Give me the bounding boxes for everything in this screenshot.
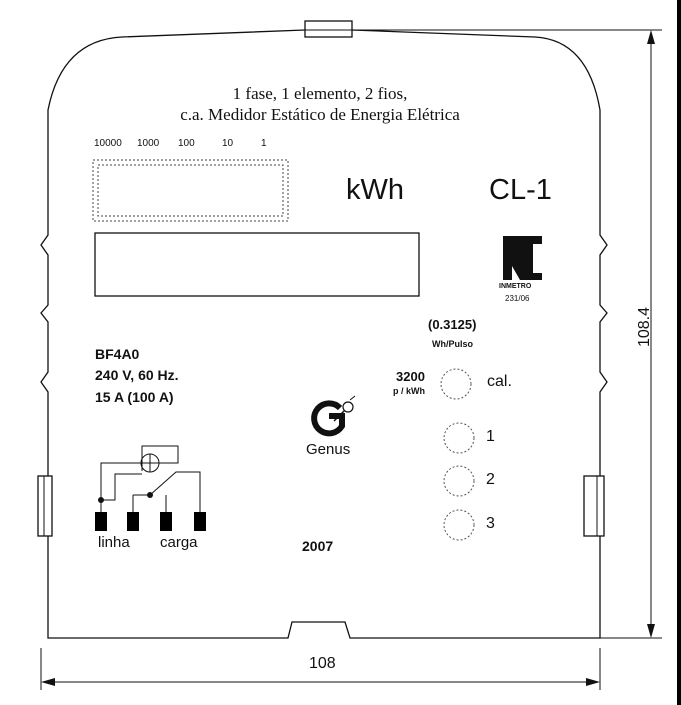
led-phase-2-label: 2: [486, 471, 495, 488]
width-dimension: [40, 648, 601, 690]
left-clip: [37, 475, 53, 537]
inmetro-logo: [503, 236, 542, 280]
led-cal: [440, 368, 472, 400]
led-phase-3: [443, 509, 475, 541]
register-scale-10: 10: [222, 138, 234, 149]
meter-body-outline: [40, 29, 608, 639]
width-arrow-right: [586, 678, 600, 686]
led-phase-1-label: 1: [486, 428, 495, 445]
terminal-4: [194, 512, 206, 531]
led-cal-label: cal.: [487, 373, 512, 390]
title-line-1: 1 fase, 1 elemento, 2 fios,: [232, 84, 408, 103]
register-scale-100: 100: [178, 138, 195, 149]
pulse-value: (0.3125): [428, 317, 477, 332]
led-phase-2: [443, 465, 475, 497]
led-phase-1: [443, 422, 475, 454]
right-clip: [583, 475, 605, 537]
height-arrow-top: [647, 30, 655, 44]
top-tab: [304, 20, 353, 38]
genus-logo-icon: [311, 395, 356, 437]
title-line-2: c.a. Medidor Estático de Energia Elétric…: [180, 105, 460, 124]
voltage-spec: 240 V, 60 Hz.: [95, 367, 179, 383]
brand-name: Genus: [306, 441, 351, 458]
constant-value: 3200: [396, 369, 425, 384]
lcd-window: [94, 232, 420, 297]
register-scale-10000: 10000: [94, 138, 122, 149]
constant-unit: p / kWh: [393, 386, 425, 396]
pulse-unit: Wh/Pulso: [432, 339, 473, 349]
width-arrow-left: [41, 678, 55, 686]
inmetro-text: INMETRO: [499, 283, 532, 290]
height-dimension-label: 108.4: [636, 306, 653, 348]
terminal-2: [127, 512, 139, 531]
register-scale-1000: 1000: [137, 138, 160, 149]
wiring-node-load: [147, 492, 153, 498]
terminal-load-label: carga: [160, 534, 198, 551]
height-arrow-bottom: [647, 624, 655, 638]
inmetro-approval: 231/06: [505, 294, 530, 303]
page-edge-bar: [677, 0, 681, 705]
wiring-node-line: [98, 497, 104, 503]
class-label: CL-1: [489, 174, 552, 206]
model-code: BF4A0: [95, 346, 140, 362]
unit-label: kWh: [346, 174, 404, 206]
register-window-outer: [92, 159, 289, 222]
height-dimension: [352, 29, 662, 639]
register-scale-1: 1: [261, 138, 267, 149]
manufacture-year: 2007: [302, 538, 334, 554]
terminal-1: [95, 512, 107, 531]
led-phase-3-label: 3: [486, 515, 495, 532]
register-window-inner: [97, 164, 284, 217]
terminal-3: [160, 512, 172, 531]
terminal-line-label: linha: [98, 534, 130, 551]
current-spec: 15 A (100 A): [95, 389, 174, 405]
wiring-diagram: [100, 445, 201, 512]
width-dimension-label: 108: [309, 655, 336, 672]
